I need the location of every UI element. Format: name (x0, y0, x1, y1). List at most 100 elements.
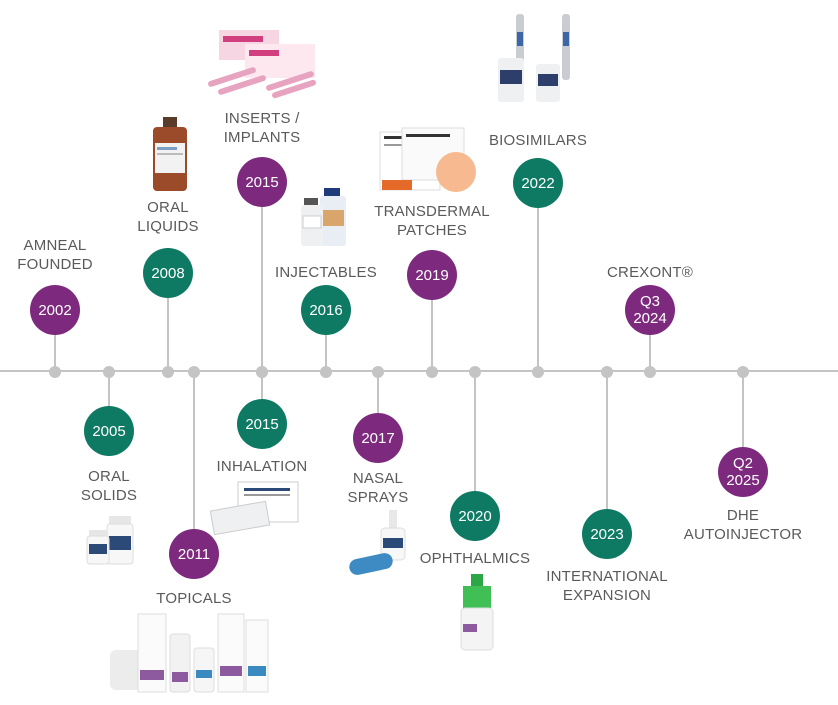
timeline-dot (601, 366, 613, 378)
ophthalmic-bottle-image (460, 574, 494, 651)
year-badge: 2015 (237, 157, 287, 207)
milestone-label: TRANSDERMAL PATCHES (374, 202, 490, 240)
milestone-label-line: FOUNDED (17, 256, 93, 273)
milestone-label-line: TRANSDERMAL (374, 203, 490, 220)
milestone-label-line: ORAL (147, 199, 189, 216)
year-badge-text: 2022 (521, 174, 555, 192)
milestone-connector (261, 182, 263, 371)
milestone-connector (325, 310, 327, 371)
milestone-connector (193, 371, 195, 554)
milestone-label-line: SPRAYS (347, 489, 409, 506)
timeline-axis (0, 370, 838, 372)
year-badge: 2011 (169, 529, 219, 579)
milestone-label-line: INSERTS / (224, 110, 300, 127)
milestone-label-line: TOPICALS (156, 590, 232, 607)
oral-solids-bottles-image (86, 516, 134, 565)
year-badge: 2015 (237, 399, 287, 449)
milestone-label-line: BIOSIMILARS (488, 132, 588, 149)
milestone-label-line: INJECTABLES (275, 264, 377, 281)
milestone-label-line: NASAL (352, 470, 404, 487)
year-badge-text: 2016 (309, 301, 343, 319)
milestone-connector (606, 371, 608, 534)
timeline-dot (162, 366, 174, 378)
year-badge: 2002 (30, 285, 80, 335)
inhalation-box-image (210, 481, 299, 536)
year-badge-text: 2015 (245, 173, 279, 191)
milestone-label: ORAL SOLIDS (81, 467, 137, 505)
topicals-products-image (110, 613, 269, 693)
year-badge-text: 2025 (726, 472, 760, 489)
timeline-dot (532, 366, 544, 378)
milestone-connector (261, 371, 263, 424)
year-badge-text: 2008 (151, 264, 185, 282)
inserts-implants-image (208, 30, 317, 99)
year-badge: 2023 (582, 509, 632, 559)
milestone-label-line: SOLIDS (80, 487, 138, 504)
milestone-connector (108, 371, 110, 431)
milestone-connector (377, 371, 379, 438)
timeline-dot (469, 366, 481, 378)
milestone-label: OPHTHALMICS (420, 549, 531, 568)
milestone-label: INSERTS / IMPLANTS (224, 109, 301, 147)
year-badge-text: 2024 (633, 310, 667, 327)
milestone-label-line: AUTOINJECTOR (683, 526, 803, 543)
milestone-connector (54, 310, 56, 371)
year-badge: 2019 (407, 250, 457, 300)
year-badge: 2016 (301, 285, 351, 335)
timeline-dot (256, 366, 268, 378)
milestone-label: INJECTABLES (275, 263, 377, 282)
milestone-label-line: ORAL (88, 468, 130, 485)
milestone-label-line: PATCHES (396, 222, 468, 239)
milestone-connector (742, 371, 744, 472)
milestone-label-line: DHE (726, 507, 760, 524)
year-badge: 2020 (450, 491, 500, 541)
milestone-connector (431, 275, 433, 371)
timeline-dot (644, 366, 656, 378)
year-badge-text: 2011 (177, 545, 211, 563)
year-badge: 2017 (353, 413, 403, 463)
timeline-dot (737, 366, 749, 378)
milestone-connector (474, 371, 476, 516)
timeline-dot (320, 366, 332, 378)
milestone-label: BIOSIMILARS (489, 131, 587, 150)
year-badge-text: 2002 (38, 301, 72, 319)
timeline-dot (426, 366, 438, 378)
milestone-label-line: LIQUIDS (137, 218, 199, 235)
biosimilar-pens-image (498, 14, 570, 102)
milestone-label-line: INHALATION (216, 458, 308, 475)
year-badge-text: Q3 (639, 293, 660, 310)
year-badge-text: 2019 (415, 266, 449, 284)
timeline-dot (372, 366, 384, 378)
milestone-label-line: EXPANSION (562, 587, 652, 604)
year-badge: 2005 (84, 406, 134, 456)
milestone-label: CREXONT® (607, 263, 693, 282)
milestone-label-line: OPHTHALMICS (419, 550, 531, 567)
year-badge-text: Q2 (732, 455, 753, 472)
milestone-label: DHE AUTOINJECTOR (684, 506, 803, 544)
milestone-label: AMNEAL FOUNDED (17, 236, 93, 274)
timeline-dot (103, 366, 115, 378)
year-badge-text: 2015 (245, 415, 279, 433)
timeline-dot (49, 366, 61, 378)
milestone-label-line: AMNEAL (23, 237, 87, 254)
milestone-label-line: IMPLANTS (223, 129, 301, 146)
year-badge-text: 2017 (361, 429, 395, 447)
milestone-label: INHALATION (217, 457, 308, 476)
injectable-vials-image (301, 188, 346, 246)
year-badge: 2022 (513, 158, 563, 208)
year-badge-text: 2005 (92, 422, 126, 440)
milestone-connector (167, 273, 169, 371)
milestone-connector (649, 310, 651, 371)
milestone-label: TOPICALS (156, 589, 232, 608)
year-badge-text: 2020 (458, 507, 492, 525)
nasal-spray-image (349, 510, 406, 575)
oral-liquid-bottle-image (153, 117, 187, 191)
year-badge-text: 2023 (590, 525, 624, 543)
milestone-label: NASAL SPRAYS (348, 469, 409, 507)
milestone-connector (537, 183, 539, 371)
milestone-label: ORAL LIQUIDS (137, 198, 198, 236)
year-badge: 2008 (143, 248, 193, 298)
